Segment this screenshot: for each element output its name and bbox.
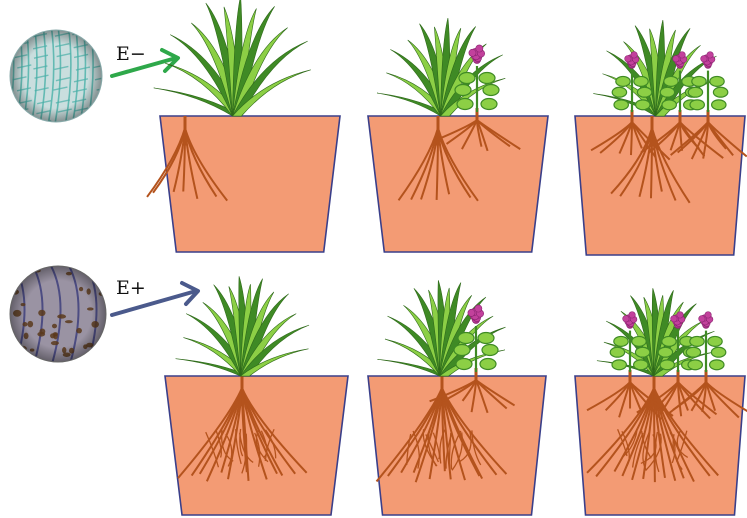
clover-flower [677,312,683,318]
cell-wall [13,33,27,36]
clover-leaf [456,359,472,370]
clover-leaf [686,347,700,357]
pot-e-minus-grass-only [147,0,340,252]
hypha-spot [92,356,97,360]
clover-leaf [614,100,628,110]
clover-leaf [634,360,648,370]
clover-leaf [612,87,626,97]
clover-leaf [455,85,471,96]
clover-leaf [660,360,674,370]
label-e-plus: E+ [116,277,146,299]
cell-wall [95,110,109,113]
cell-wall [94,123,108,126]
clover-flower [469,49,476,56]
clover-leaf [481,99,497,110]
clover-leaf [664,76,678,86]
clover-leaf [688,360,702,370]
clover-flower [631,52,637,58]
clover-flower [673,56,679,62]
clover-leaf [457,99,473,110]
root [651,128,652,198]
clover-flower [468,309,475,316]
cell-wall [18,119,32,122]
clover-leaf [692,76,706,86]
clover-flower [701,56,707,62]
pot-e-plus-grass-three-clover [575,288,747,515]
cell-wall [98,43,112,46]
pot-e-minus-grass-three-clover [575,20,747,255]
clover-flower [679,52,685,58]
clover-leaf [711,347,725,357]
clover-leaf [690,100,704,110]
cell-wall [98,35,112,38]
clover-leaf [480,359,496,370]
hypha-spot [23,270,31,275]
pot [368,376,546,515]
micrograph-e-plus [8,264,115,368]
clover-leaf [458,333,474,344]
clover-leaf [632,336,646,346]
clover-leaf [710,360,724,370]
cell-wall [77,120,91,123]
clover-plant [686,312,726,372]
clover-flower [671,316,677,322]
hypha-spot [92,268,99,272]
clover-flower [699,316,705,322]
clover-leaf [708,336,722,346]
clover-flower [476,45,483,52]
clover-leaf [637,87,651,97]
pot-e-minus-grass-one-clover [368,18,548,252]
clover-leaf [479,73,495,84]
clover-leaf [662,100,676,110]
clover-leaf [690,336,704,346]
hypha-spot [89,356,94,361]
clover-leaf [614,336,628,346]
clover-leaf [616,76,630,86]
clover-flower [707,52,713,58]
clover-leaf [483,85,499,96]
root [631,122,632,155]
clover-leaf [610,347,624,357]
clover-flower [623,316,629,322]
cell-wall [104,28,110,128]
clover-leaf [713,87,727,97]
clover-plant [688,52,728,112]
clover-flower [629,312,635,318]
clover-leaf [454,345,470,356]
clover-flower [475,305,482,312]
clover-leaf [635,347,649,357]
cell-wall [98,53,112,56]
clover-leaf [459,73,475,84]
pot-e-plus-grass-only [165,276,348,515]
clover-leaf [658,347,672,357]
clover-flower [705,312,711,318]
clover-leaf [712,100,726,110]
clover-leaf [660,87,674,97]
hypha-spot [99,283,105,288]
pot-e-plus-grass-one-clover [368,280,546,515]
hypha-spot [12,269,20,276]
clover-flower [625,56,631,62]
clover-leaf [688,87,702,97]
clover-leaf [636,100,650,110]
clover-leaf [634,76,648,86]
clover-leaf [482,345,498,356]
clover-leaf [710,76,724,86]
clover-leaf [478,333,494,344]
clover-leaf [662,336,676,346]
micrograph-e-minus [7,28,116,128]
label-e-minus: E− [116,43,146,65]
clover-leaf [612,360,626,370]
